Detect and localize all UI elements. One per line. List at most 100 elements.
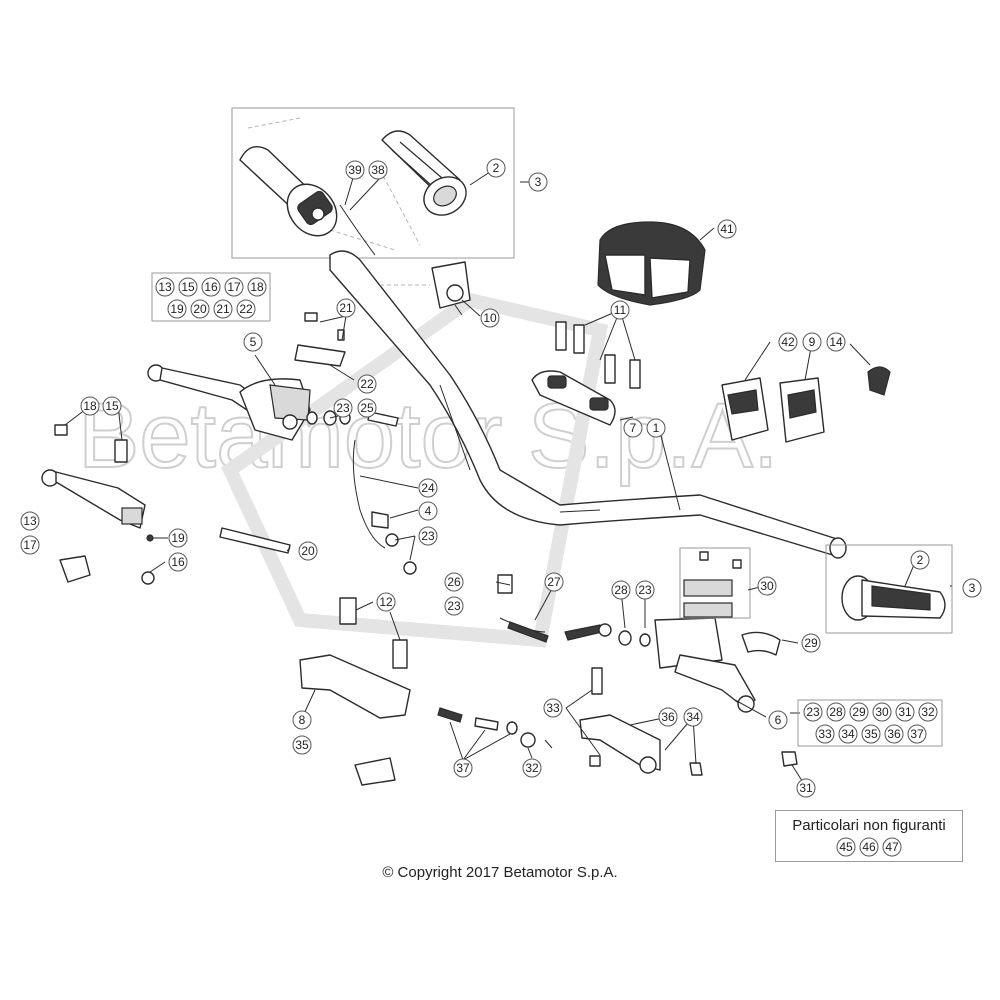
svg-text:19: 19 xyxy=(171,531,185,545)
reservoir-parts-box xyxy=(679,547,751,619)
callout-33: 33 xyxy=(543,698,563,718)
svg-text:28: 28 xyxy=(829,705,843,719)
svg-text:33: 33 xyxy=(546,701,560,715)
brake-master-cylinder xyxy=(654,551,781,713)
callout-15: 15 xyxy=(102,396,122,416)
callout-2a: 2 xyxy=(486,158,506,178)
svg-text:10: 10 xyxy=(483,311,497,325)
svg-text:13: 13 xyxy=(23,514,37,528)
svg-text:42: 42 xyxy=(781,335,795,349)
callout-35: 35 xyxy=(292,735,312,755)
svg-text:41: 41 xyxy=(720,222,734,236)
svg-text:28: 28 xyxy=(614,583,628,597)
callout-23b: 23 xyxy=(418,526,438,546)
svg-text:32: 32 xyxy=(525,761,539,775)
svg-text:6: 6 xyxy=(775,713,782,727)
right-switches xyxy=(721,366,891,443)
callout-32: 32 xyxy=(522,758,542,778)
callout-23a: 23 xyxy=(333,398,353,418)
svg-text:11: 11 xyxy=(614,303,627,317)
svg-text:22: 22 xyxy=(239,302,253,316)
callout-22: 22 xyxy=(357,374,377,394)
callout-42: 42 xyxy=(778,332,798,352)
svg-text:9: 9 xyxy=(809,335,816,349)
instrument-cover xyxy=(597,221,706,306)
svg-text:16: 16 xyxy=(204,280,218,294)
group-6-box xyxy=(797,699,943,747)
svg-text:36: 36 xyxy=(661,710,675,724)
right-grip xyxy=(841,575,946,621)
hose-fittings-left xyxy=(306,410,417,575)
callout-27: 27 xyxy=(544,572,564,592)
svg-text:29: 29 xyxy=(852,705,866,719)
callout-18: 18 xyxy=(80,396,100,416)
callout-13: 13 xyxy=(20,511,40,531)
callout-9: 9 xyxy=(802,332,822,352)
svg-text:23: 23 xyxy=(447,599,461,613)
svg-text:35: 35 xyxy=(864,727,878,741)
svg-text:21: 21 xyxy=(216,302,230,316)
svg-text:14: 14 xyxy=(829,335,843,349)
throttle-group-box xyxy=(231,107,515,259)
callout-2b: 2 xyxy=(910,550,930,570)
svg-text:30: 30 xyxy=(875,705,889,719)
callout-24: 24 xyxy=(418,478,438,498)
callout-4: 4 xyxy=(418,501,438,521)
group-5-box xyxy=(151,272,271,322)
callout-25: 25 xyxy=(357,398,377,418)
svg-text:18: 18 xyxy=(250,280,264,294)
callout-31: 31 xyxy=(796,778,816,798)
svg-text:17: 17 xyxy=(227,280,241,294)
svg-text:3: 3 xyxy=(969,581,976,595)
callout-21: 21 xyxy=(336,298,356,318)
svg-text:2: 2 xyxy=(917,553,924,567)
callout-20: 20 xyxy=(298,541,318,561)
svg-text:24: 24 xyxy=(421,481,435,495)
svg-text:38: 38 xyxy=(371,163,385,177)
watermark-logo xyxy=(221,292,609,648)
svg-text:3: 3 xyxy=(535,175,542,189)
watermark: Betamotor S.p.A. xyxy=(78,385,779,487)
svg-text:33: 33 xyxy=(818,727,832,741)
svg-text:29: 29 xyxy=(804,636,818,650)
callout-3b: 3 xyxy=(962,578,982,598)
left-grip-top xyxy=(381,130,467,216)
callout-36: 36 xyxy=(658,707,678,727)
callout-14: 14 xyxy=(826,332,846,352)
svg-text:7: 7 xyxy=(630,421,637,435)
right-grip-box xyxy=(825,544,953,634)
svg-text:36: 36 xyxy=(887,727,901,741)
callout-29: 29 xyxy=(801,633,821,653)
callout-39: 39 xyxy=(345,160,365,180)
kill-switch xyxy=(380,261,471,316)
callout-3a: 3 xyxy=(528,172,548,192)
svg-text:26: 26 xyxy=(447,575,461,589)
callout-labels: 2 3 39 38 41 10 11 5 21 22 23 25 24 4 23… xyxy=(20,158,982,798)
svg-text:15: 15 xyxy=(181,280,195,294)
callout-19: 19 xyxy=(168,528,188,548)
callout-30: 30 xyxy=(757,576,777,596)
svg-text:46: 46 xyxy=(862,840,876,854)
callout-37: 37 xyxy=(453,758,473,778)
svg-text:22: 22 xyxy=(360,377,374,391)
svg-text:18: 18 xyxy=(83,399,97,413)
callout-23c: 23 xyxy=(635,580,655,600)
svg-text:27: 27 xyxy=(547,575,561,589)
not-shown-title: Particolari non figuranti xyxy=(792,817,946,834)
svg-text:8: 8 xyxy=(299,713,306,727)
clamp-bolts xyxy=(555,321,641,389)
svg-text:31: 31 xyxy=(799,781,813,795)
handlebar-clamp-top xyxy=(531,370,616,426)
spare-clutch-lever xyxy=(41,424,291,585)
svg-text:1: 1 xyxy=(653,421,660,435)
callout-7: 7 xyxy=(623,418,643,438)
throttle-grip-assembly xyxy=(239,146,376,256)
callout-5: 5 xyxy=(243,332,263,352)
callout-41: 41 xyxy=(717,219,737,239)
callout-23d: 23 xyxy=(444,596,464,616)
svg-text:15: 15 xyxy=(105,399,119,413)
svg-text:25: 25 xyxy=(360,401,374,415)
callout-10: 10 xyxy=(480,308,500,328)
